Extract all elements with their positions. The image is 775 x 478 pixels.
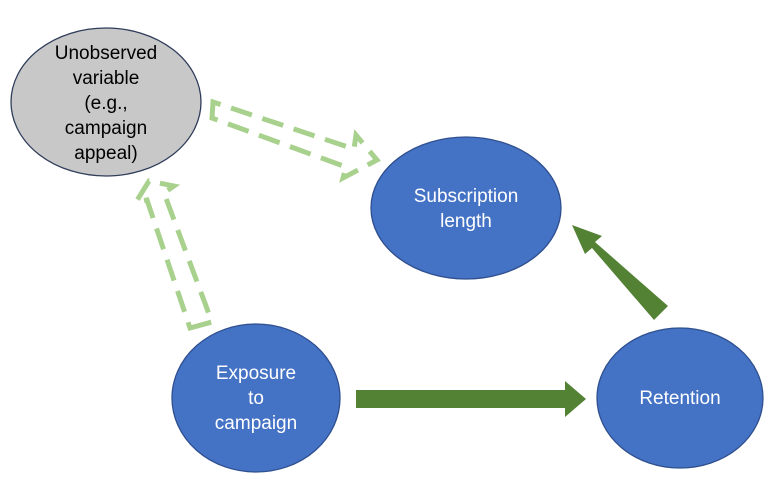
node-retention (596, 327, 764, 469)
node-retention-label: Retention (639, 387, 721, 409)
arrow-unobserved-to-subscription (209, 98, 381, 183)
node-subscription-length (370, 136, 562, 280)
node-unobserved-variable-label: Unobserved variable (e.g., campaign appe… (54, 42, 158, 164)
arrow-exposure-to-unobserved (130, 178, 216, 332)
node-subscription-length-label: Subscription length (413, 186, 519, 232)
arrow-retention-to-subscription (572, 225, 668, 320)
node-unobserved-variable (10, 27, 202, 177)
arrow-exposure-to-retention (356, 381, 586, 417)
node-exposure-to-campaign (171, 323, 341, 473)
node-exposure-to-campaign-label: Exposure to campaign (214, 362, 298, 434)
